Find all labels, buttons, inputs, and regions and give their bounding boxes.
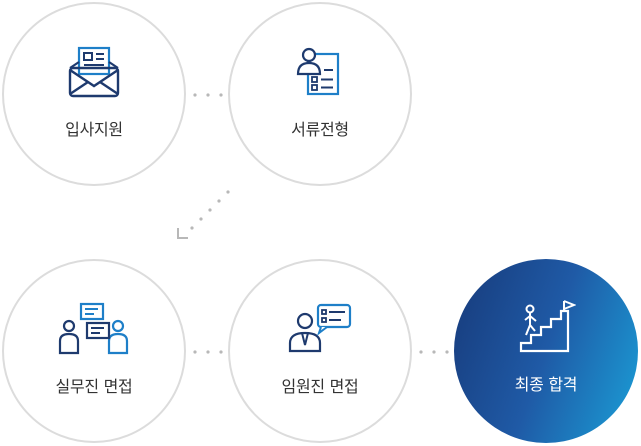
step-apply: 입사지원: [2, 2, 186, 186]
stairs-flag-icon: [519, 300, 576, 353]
executive-interview-icon: [288, 303, 352, 353]
step-document-screening-label: 서류전형: [291, 120, 349, 139]
step-executive-interview: 임원진 면접: [228, 259, 412, 443]
step-final-pass-label: 최종 합격: [514, 375, 578, 394]
group-interview-icon: [58, 302, 129, 355]
connector-2-3: [177, 190, 230, 239]
step-executive-interview-label: 임원진 면접: [281, 377, 359, 396]
connector-4-5: [419, 350, 449, 354]
step-staff-interview-label: 실무진 면접: [55, 377, 133, 396]
step-final-pass: 최종 합격: [454, 259, 638, 443]
connector-3-4: [193, 350, 223, 354]
connector-1-2: [193, 93, 223, 97]
step-document-screening: 서류전형: [228, 2, 412, 186]
resume-review-icon: [296, 47, 340, 96]
envelope-document-icon: [68, 46, 120, 98]
step-apply-label: 입사지원: [65, 120, 123, 139]
step-staff-interview: 실무진 면접: [2, 259, 186, 443]
